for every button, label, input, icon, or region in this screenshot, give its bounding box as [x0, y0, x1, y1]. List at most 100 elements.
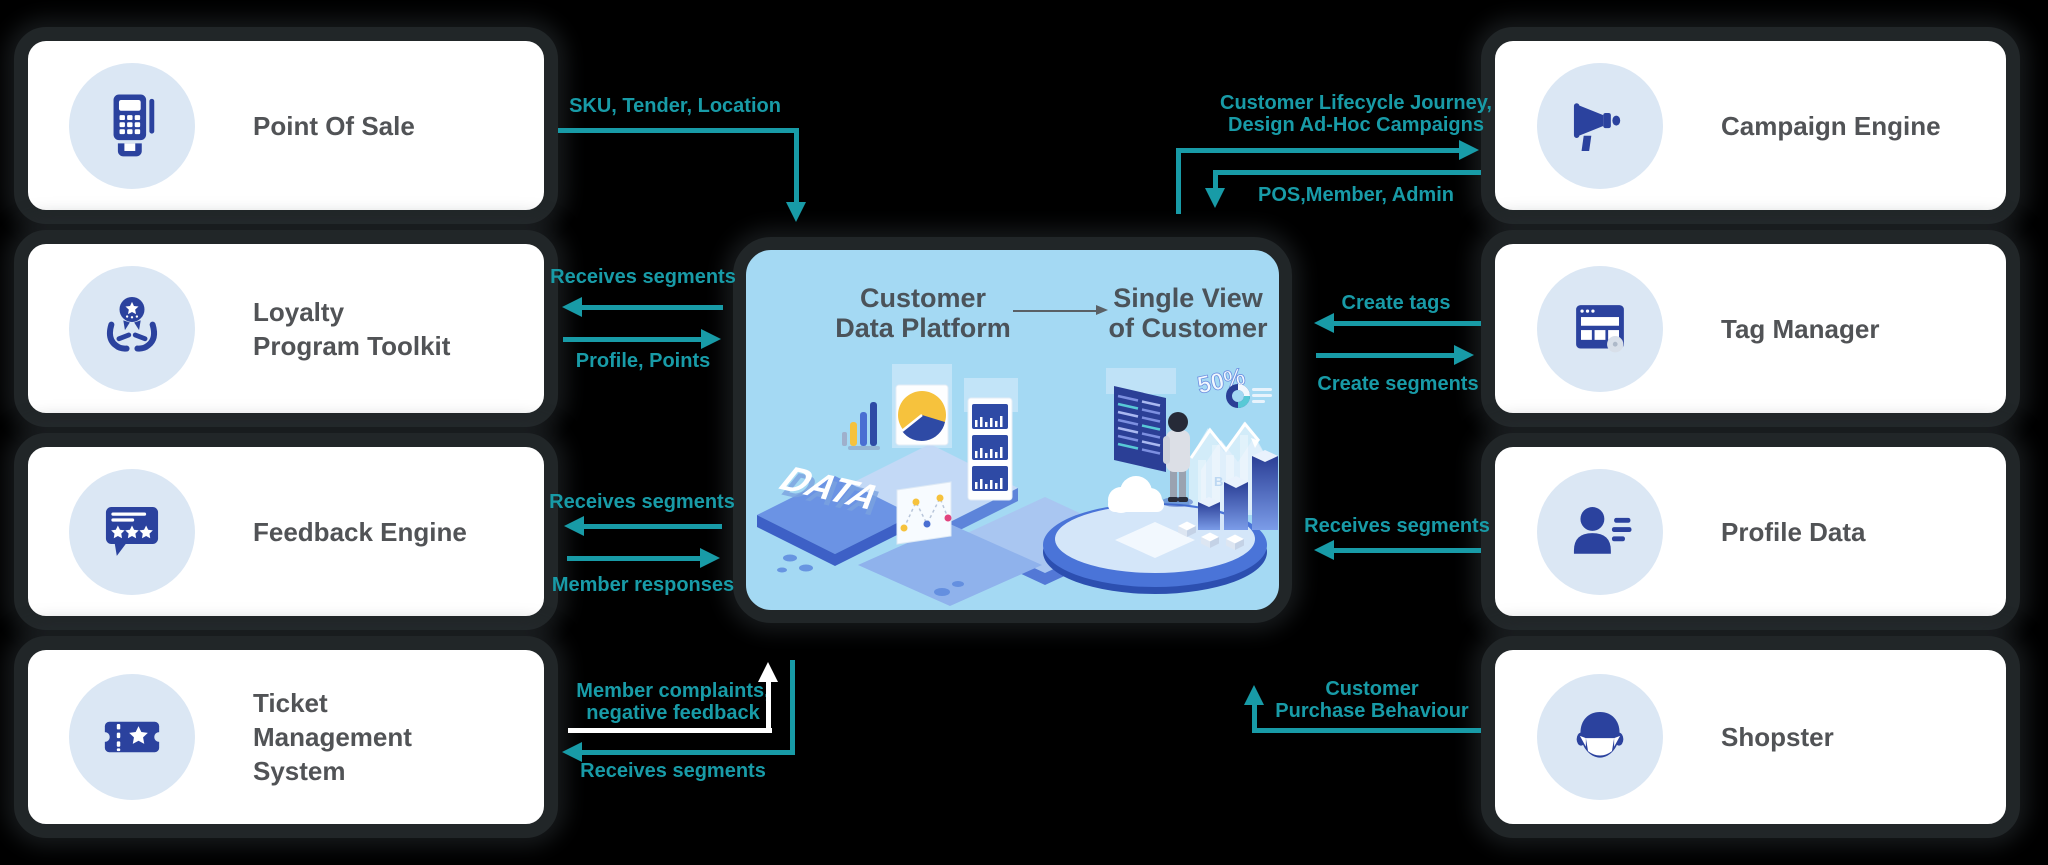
box-feedback-engine: Feedback Engine	[14, 433, 558, 630]
title-arrow-head-icon	[1096, 305, 1108, 315]
flow-line	[558, 128, 797, 133]
svg-text:B: B	[1214, 474, 1223, 489]
label-line: Purchase Behaviour	[1275, 700, 1469, 722]
center-title-right: Single View of Customer	[1108, 283, 1267, 343]
title-arrow	[1013, 310, 1096, 312]
label-line: Campaign Engine	[1721, 110, 1941, 141]
label-line: negative feedback	[586, 702, 760, 724]
label-line: Design Ad-Hoc Campaigns	[1228, 114, 1484, 136]
box-label-profile-data: Profile Data	[1721, 515, 1866, 549]
arrowhead-right-icon	[1459, 140, 1479, 160]
arrowhead-left-icon	[564, 516, 584, 536]
icon-circle	[1537, 468, 1663, 595]
flow-line	[1176, 148, 1459, 153]
center-title-left: Customer Data Platform	[835, 283, 1011, 343]
icon-circle	[69, 62, 195, 189]
flow-line-white	[766, 680, 771, 733]
flow-line-white	[568, 728, 772, 733]
title-line: of Customer	[1108, 313, 1268, 343]
flow-line	[1213, 170, 1481, 175]
flow-line	[1252, 703, 1257, 733]
flow-label-cdp-to-feedback: Receives segments	[549, 491, 735, 513]
percent-label: 50%	[1195, 363, 1248, 399]
icon-circle	[1537, 62, 1663, 189]
ticket-icon	[99, 721, 165, 753]
box-profile-data: Profile Data	[1481, 433, 2020, 630]
box-campaign-engine: Campaign Engine	[1481, 27, 2020, 224]
flow-line	[567, 556, 700, 561]
label-line: Point Of Sale	[253, 110, 415, 141]
box-label-loyalty: Loyalty Program Toolkit	[253, 295, 450, 363]
arrowhead-right-icon	[700, 548, 720, 568]
flow-line	[563, 337, 701, 342]
arrowhead-down-icon	[786, 202, 806, 222]
label-line: Shopster	[1721, 722, 1834, 752]
box-label-tag-manager: Tag Manager	[1721, 312, 1879, 346]
title-line: Customer	[859, 283, 987, 313]
flow-label-ticket-to-cdp: Member complaints, negative feedback	[576, 680, 769, 724]
box-tag-manager: Tag Manager	[1481, 230, 2020, 427]
label-line: Member complaints,	[576, 680, 770, 702]
flow-line	[584, 524, 722, 529]
title-line: Data Platform	[835, 313, 1011, 343]
arrowhead-left-icon	[1314, 313, 1334, 333]
flow-label-pos-to-cdp: SKU, Tender, Location	[569, 95, 781, 117]
flow-line	[582, 305, 723, 310]
title-line: Single View	[1113, 283, 1263, 313]
flow-line	[582, 750, 795, 755]
flow-label-tag-to-cdp: Create tags	[1341, 292, 1451, 314]
label-line: Program Toolkit	[253, 330, 451, 361]
flow-line	[790, 660, 795, 755]
flow-label-loyalty-to-cdp: Profile, Points	[575, 350, 711, 372]
icon-circle	[69, 674, 195, 800]
megaphone-icon	[1573, 102, 1621, 151]
label-line: Ticket	[253, 688, 328, 718]
pos-terminal-icon	[113, 94, 155, 156]
label-line: Profile Data	[1721, 516, 1866, 547]
flow-line	[1316, 353, 1454, 358]
icon-circle	[69, 265, 195, 392]
label-line: Customer	[1325, 678, 1419, 700]
flow-label-cdp-to-campaign: Customer Lifecycle Journey, Design Ad-Ho…	[1220, 92, 1492, 136]
arrowhead-left-icon	[562, 742, 582, 762]
masked-person-icon	[1576, 712, 1624, 758]
label-line: Customer Lifecycle Journey,	[1220, 92, 1492, 114]
flow-line	[1334, 321, 1481, 326]
feedback-bubble-stars-icon	[105, 506, 159, 556]
label-line: Feedback Engine	[253, 516, 467, 547]
box-ticket-management-system: Ticket Management System	[14, 636, 558, 838]
flow-label-cdp-to-profile: Receives segments	[1304, 515, 1490, 537]
label-line: Loyalty	[253, 296, 345, 327]
flow-label-campaign-to-cdp: POS,Member, Admin	[1258, 184, 1454, 206]
box-shopster: Shopster	[1481, 636, 2020, 838]
flow-label-cdp-to-ticket: Receives segments	[580, 760, 766, 782]
box-point-of-sale: Point Of Sale	[14, 27, 558, 224]
label-line: Tag Manager	[1721, 313, 1880, 344]
arrowhead-left-icon	[1314, 540, 1334, 560]
arrowhead-right-icon	[1454, 345, 1474, 365]
label-line: Management	[253, 722, 412, 752]
person-list-icon	[1573, 506, 1632, 554]
flow-label-shopster-to-cdp: Customer Purchase Behaviour	[1275, 678, 1468, 722]
flow-line	[1213, 170, 1218, 188]
arrowhead-right-icon	[701, 329, 721, 349]
hands-medal-icon	[106, 296, 158, 352]
browser-tag-icon	[1576, 304, 1624, 352]
flow-line	[794, 128, 799, 202]
flow-label-cdp-to-tag: Create segments	[1317, 373, 1479, 395]
flow-line	[1334, 548, 1481, 553]
box-label-shopster: Shopster	[1721, 720, 1834, 754]
icon-circle	[69, 468, 195, 595]
flow-label-feedback-to-cdp: Member responses	[551, 574, 735, 596]
icon-circle	[1537, 265, 1663, 392]
flow-line	[1252, 728, 1481, 733]
box-label-feedback: Feedback Engine	[253, 515, 467, 549]
box-label-campaign: Campaign Engine	[1721, 109, 1941, 143]
box-loyalty-program-toolkit: Loyalty Program Toolkit	[14, 230, 558, 427]
box-label-point-of-sale: Point Of Sale	[253, 109, 415, 143]
cdp-isometric-illustration: DATA DATA	[757, 363, 1278, 606]
label-line: System	[253, 756, 346, 786]
icon-circle	[1537, 674, 1663, 800]
arrowhead-up-icon	[758, 662, 778, 682]
